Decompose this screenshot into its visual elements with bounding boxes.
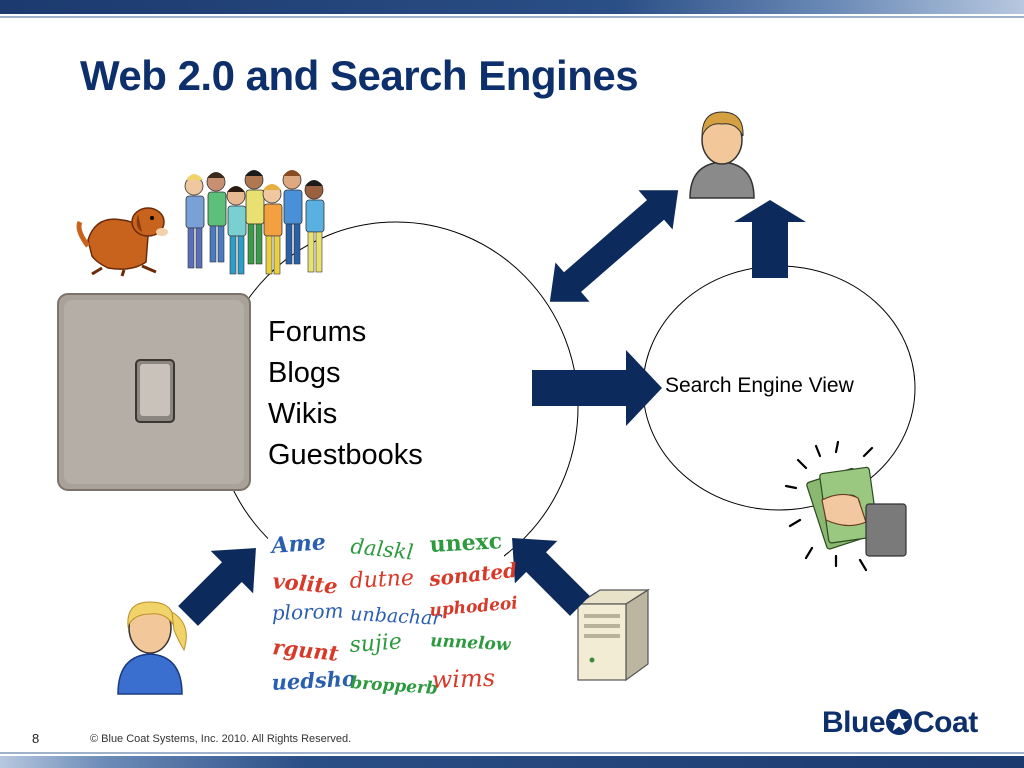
bottom-banner xyxy=(0,756,1024,768)
captcha-word: wims xyxy=(431,664,495,694)
light-switch-icon xyxy=(57,293,251,491)
captcha-panel: Ame dalskl unexc volite dutne sonated pl… xyxy=(268,526,519,702)
slide-title: Web 2.0 and Search Engines xyxy=(80,52,639,99)
dog-icon xyxy=(76,207,168,277)
copyright-notice: © Blue Coat Systems, Inc. 2010. All Righ… xyxy=(90,733,352,745)
top-banner xyxy=(0,0,1024,14)
captcha-word: dutne xyxy=(349,566,415,594)
list-item-forums: Forums xyxy=(268,316,367,348)
captcha-word: unnelow xyxy=(430,631,513,655)
search-engine-label: Search Engine View xyxy=(665,374,854,397)
money-hand-icon xyxy=(784,440,907,572)
captcha-word: uedsho xyxy=(271,666,357,695)
arrow-icon xyxy=(178,190,806,626)
page-number: 8 xyxy=(32,731,40,746)
web2-content-list: Forums Blogs Wikis Guestbooks xyxy=(268,312,423,476)
captcha-word: unbachar xyxy=(350,603,444,630)
man-user-icon xyxy=(689,111,755,199)
list-item-blogs: Blogs xyxy=(268,357,341,389)
blue-coat-logo: Blue Coat xyxy=(822,706,978,740)
list-item-guestbooks: Guestbooks xyxy=(268,439,423,471)
captcha-word: Ame xyxy=(269,529,327,559)
list-item-wikis: Wikis xyxy=(268,398,338,430)
blue-coat-star-icon xyxy=(886,709,913,735)
captcha-word: volite xyxy=(272,568,339,599)
people-group-icon xyxy=(184,170,325,275)
top-rule xyxy=(0,16,1024,18)
woman-user-icon xyxy=(117,601,187,695)
captcha-word: sujie xyxy=(349,629,403,658)
footer-rule xyxy=(0,752,1024,754)
server-icon xyxy=(575,588,651,682)
logo-text-left: Blue xyxy=(822,706,886,739)
captcha-word: plorom xyxy=(271,599,344,625)
logo-text-right: Coat xyxy=(913,706,978,739)
captcha-word: unexc xyxy=(429,528,503,558)
